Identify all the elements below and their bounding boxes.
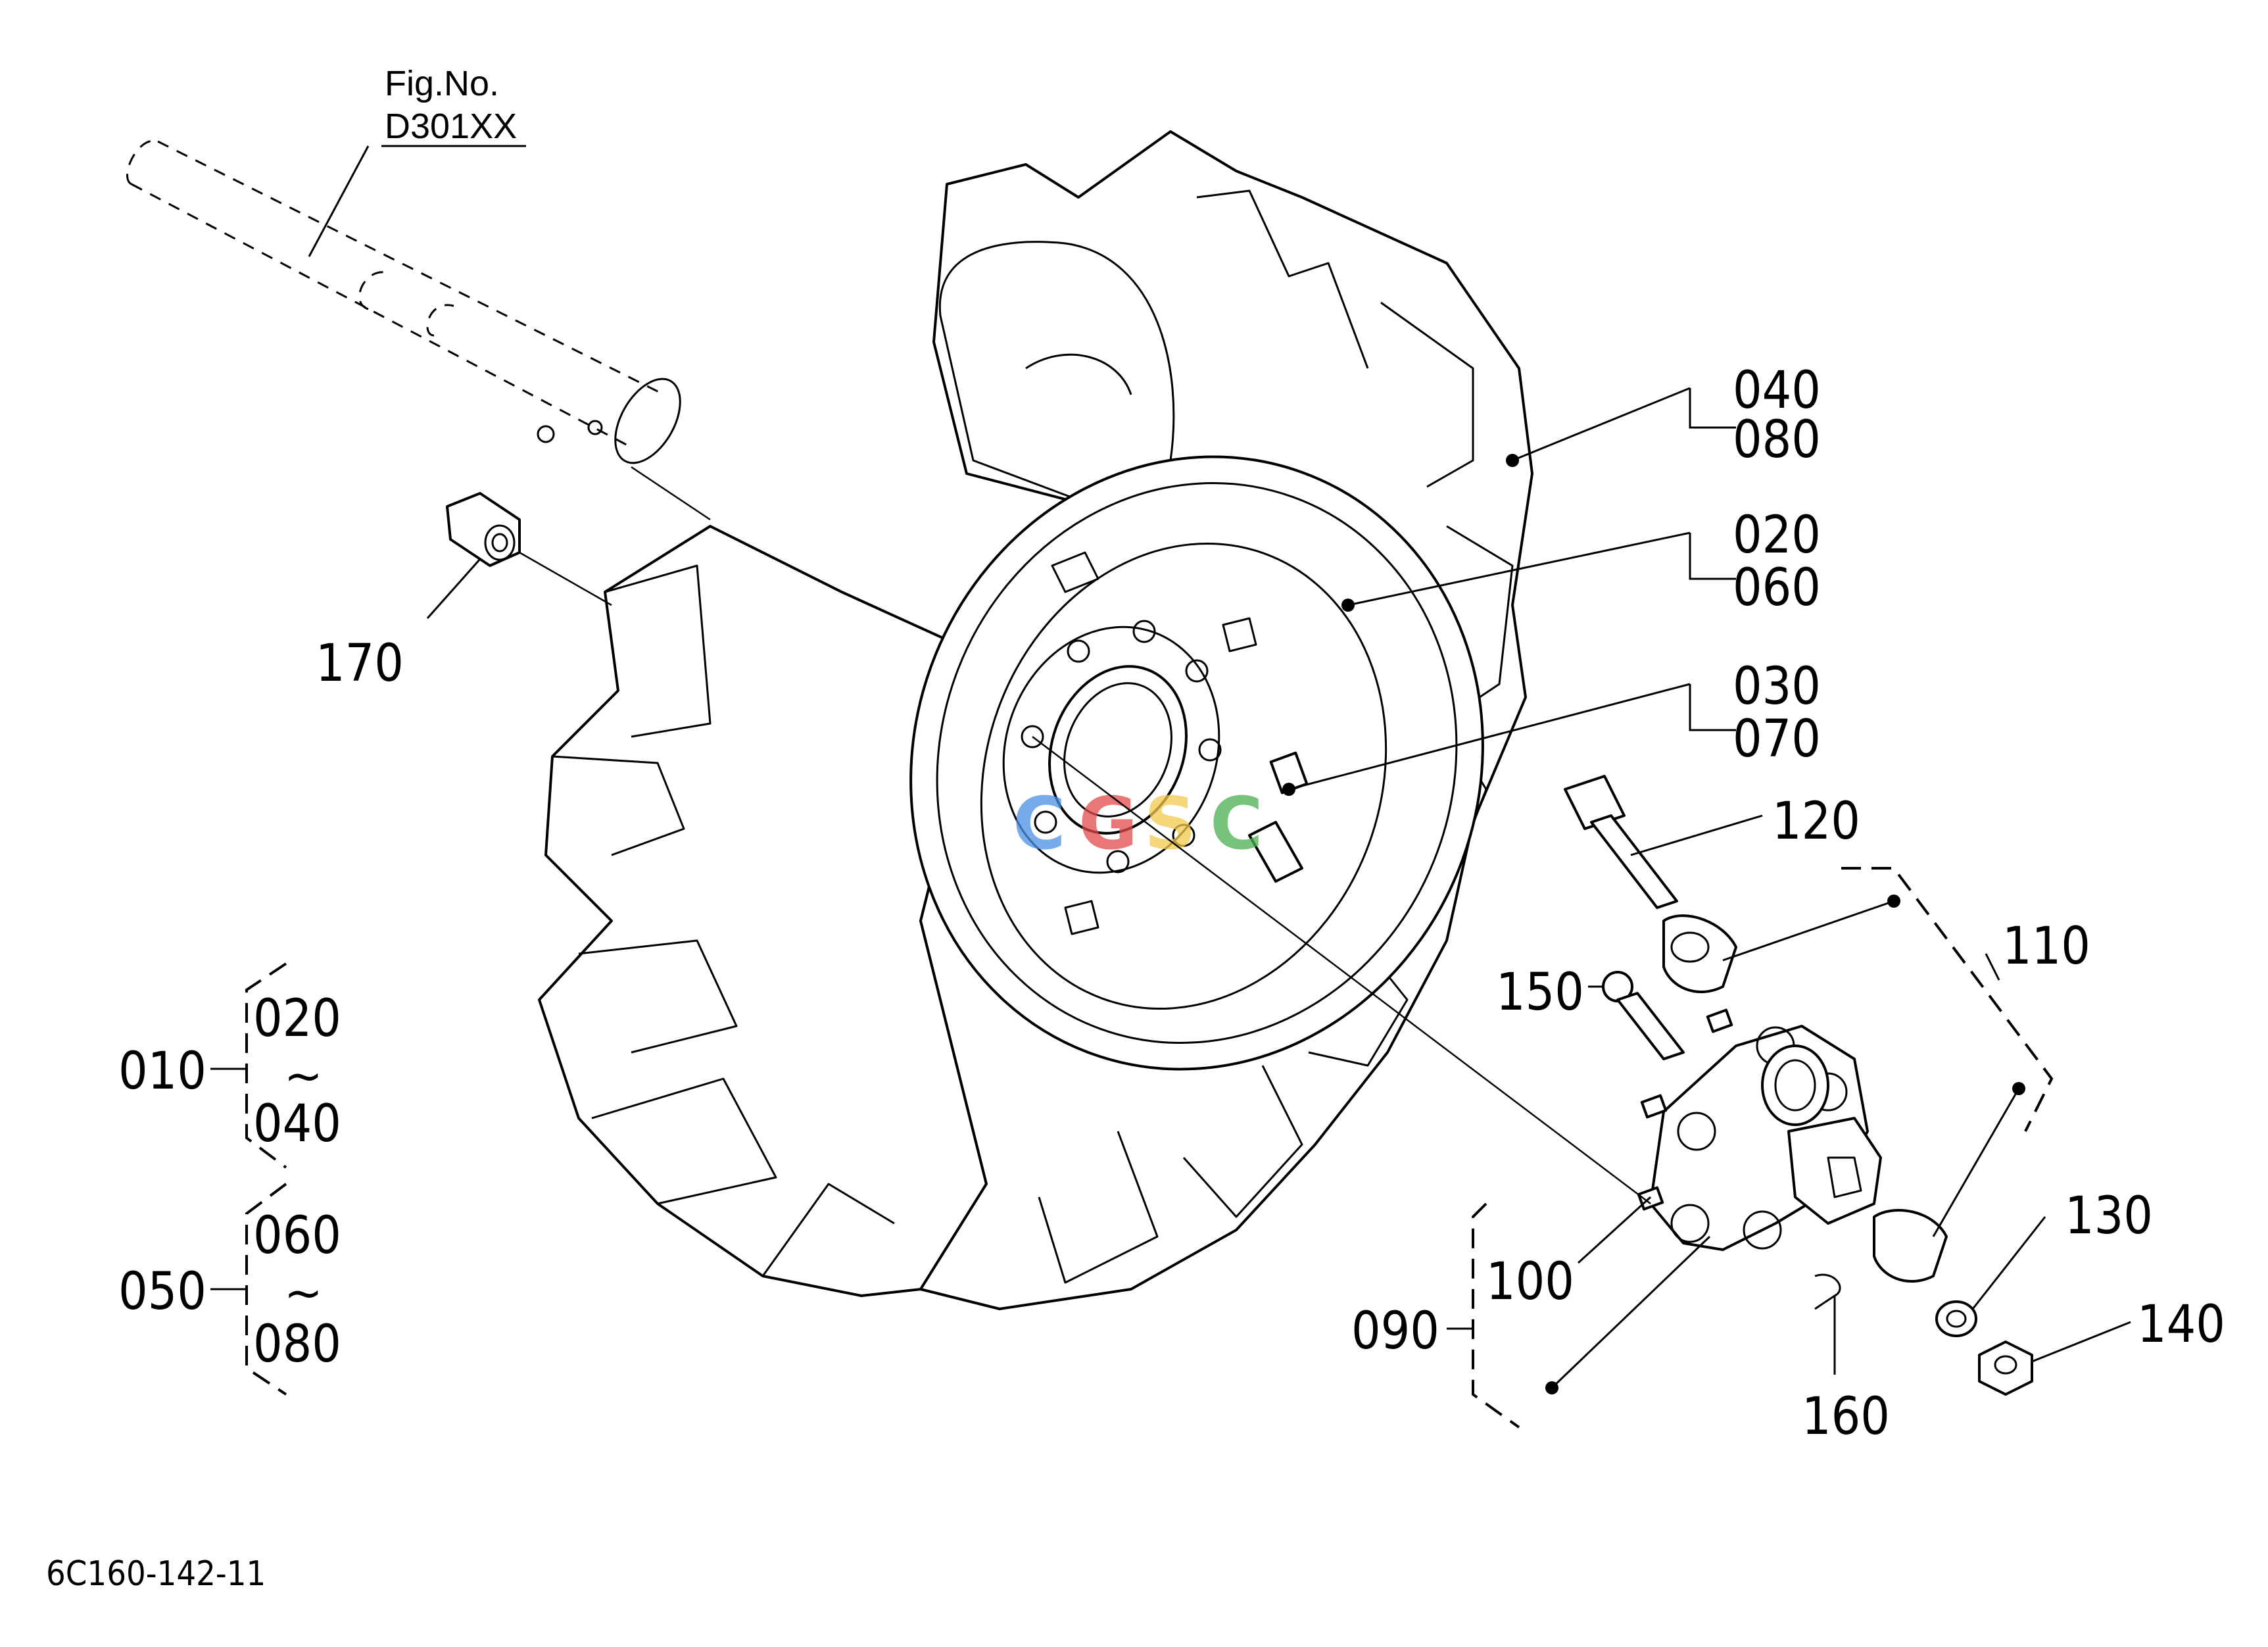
callout-100: 100 [1486, 1252, 1574, 1312]
assembly-050-to: 080 [253, 1315, 341, 1374]
callout-120: 120 [1772, 792, 1860, 851]
nut-170 [446, 492, 521, 567]
svg-text:G: G [1078, 781, 1138, 866]
callout-030: 030 [1733, 657, 1821, 716]
assembly-010-id: 010 [118, 1042, 206, 1101]
assembly-010-to: 040 [253, 1094, 341, 1154]
callout-080: 080 [1733, 410, 1821, 470]
pin-150 [1602, 971, 1685, 1060]
nut-140 [1978, 1340, 2033, 1396]
callout-070: 070 [1733, 710, 1821, 769]
fig-no-label: Fig.No. [385, 64, 499, 103]
washer-130 [1935, 1300, 1977, 1337]
stud-holes [1021, 620, 1222, 873]
callout-150: 150 [1496, 963, 1584, 1022]
tire-rear [538, 525, 988, 1297]
leader-lines [308, 145, 2131, 1429]
svg-text:C: C [1013, 781, 1066, 866]
assembly-braces [210, 962, 287, 1396]
callout-160: 160 [1802, 1387, 1890, 1446]
valve-030 [1248, 751, 1309, 883]
axle-shaft [126, 139, 681, 464]
svg-text:S: S [1144, 781, 1196, 866]
callout-130: 130 [2065, 1187, 2153, 1246]
labels: Fig.No. D301XX 170 040 080 020 060 030 0… [46, 64, 2225, 1594]
callout-110: 110 [2002, 917, 2090, 976]
callout-020: 020 [1733, 506, 1821, 565]
watermark: C G S C [1013, 781, 1263, 866]
svg-text:C: C [1210, 781, 1263, 866]
assembly-050-from: 060 [253, 1206, 341, 1266]
callout-170: 170 [316, 634, 404, 693]
assembly-010-from: 020 [253, 989, 341, 1048]
assembly-010-sep: ~ [284, 1049, 323, 1103]
wheel-rim: C G S C [909, 455, 1484, 1071]
clip-160 [1814, 1273, 1841, 1310]
bolt-120 [1564, 775, 1678, 909]
hub-assembly [1564, 775, 2033, 1396]
fig-no-value: D301XX [385, 107, 517, 146]
callout-040: 040 [1733, 361, 1821, 420]
assembly-050-id: 050 [118, 1262, 206, 1321]
callout-090: 090 [1351, 1302, 1439, 1361]
assembly-050-sep: ~ [284, 1266, 323, 1320]
drawing-code: 6C160-142-11 [46, 1554, 266, 1594]
callout-140: 140 [2137, 1295, 2225, 1354]
callout-060: 060 [1733, 558, 1821, 618]
